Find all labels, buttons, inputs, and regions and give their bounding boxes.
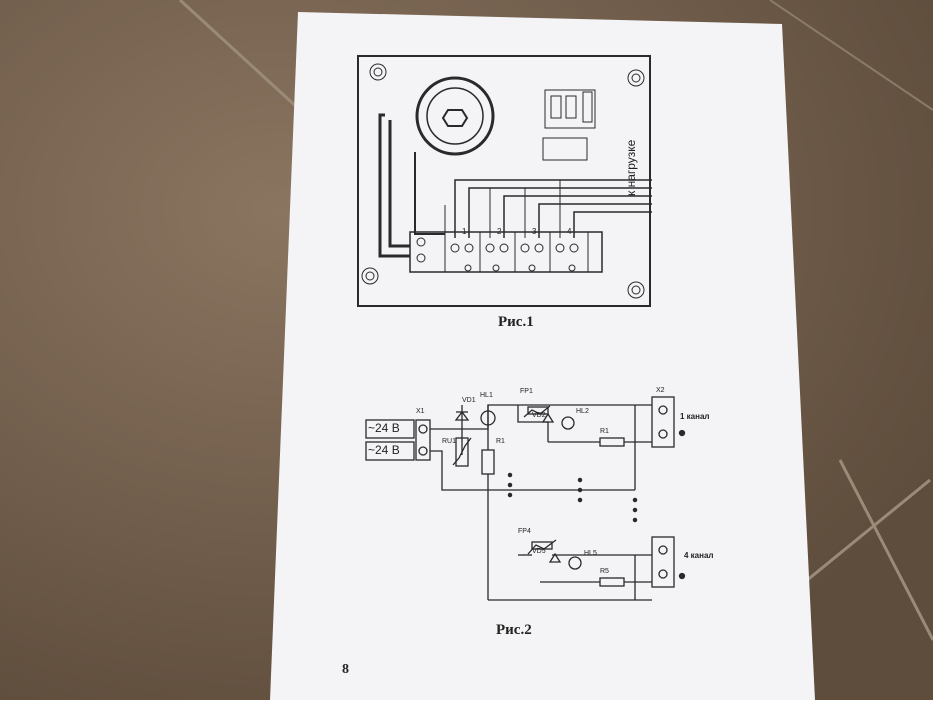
label-hl2: HL2 (576, 408, 589, 415)
terminal-number-1: 1 (462, 227, 467, 236)
label-x2: X2 (656, 387, 665, 394)
figure1-board (357, 55, 652, 307)
label-ru1: RU1 (442, 438, 457, 445)
page-drawing (270, 12, 815, 700)
label-fp1: FP1 (520, 388, 533, 395)
label-fp4: FP4 (518, 528, 531, 535)
load-label: к нагрузке (624, 139, 638, 196)
label-r5: R5 (600, 568, 609, 575)
label-r1-left: R1 (496, 438, 505, 445)
label-hl1: HL1 (480, 392, 493, 399)
figure2-schematic (365, 396, 686, 601)
label-x1: X1 (416, 408, 425, 415)
channel-1-label: 1 канал (680, 412, 710, 421)
figure2-caption: Рис.2 (496, 622, 532, 638)
label-hl5: HL5 (584, 550, 597, 557)
terminal-number-4: 4 (567, 227, 572, 236)
input-voltage-label-2: ~24 В (368, 443, 400, 457)
terminal-number-2: 2 (497, 227, 502, 236)
terminal-number-3: 3 (532, 227, 537, 236)
channel-4-label: 4 канал (684, 551, 714, 560)
label-r1-right: R1 (600, 428, 609, 435)
label-vd5: VD5 (532, 548, 546, 555)
instruction-page: к нагрузке 1 2 3 4 Рис.1 ~24 В ~24 В X1 … (270, 10, 830, 700)
figure1-caption: Рис.1 (498, 314, 534, 330)
page-number: 8 (342, 662, 349, 677)
label-vd1: VD1 (462, 397, 476, 404)
input-voltage-label-1: ~24 В (368, 421, 400, 435)
label-vd2: VD2 (532, 412, 546, 419)
